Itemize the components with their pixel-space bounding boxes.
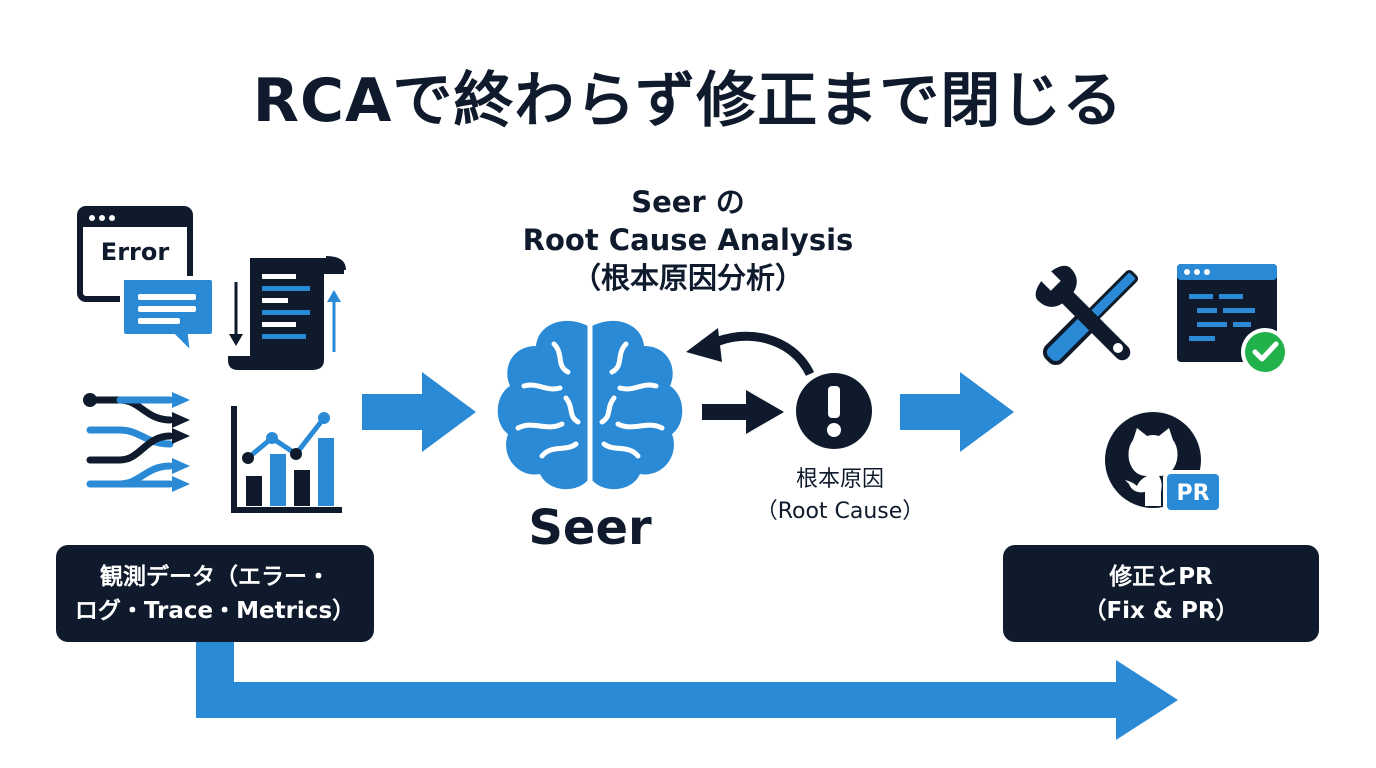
- log-scroll-icon: [228, 256, 346, 370]
- seer-rca-heading-line2: Root Cause Analysis: [522, 223, 854, 257]
- feedback-arrow-icon: [686, 328, 815, 377]
- end-to-end-arrow-icon: [196, 640, 1178, 740]
- error-window-label: Error: [101, 238, 170, 266]
- arrow-to-root-cause-icon: [702, 390, 784, 434]
- chat-bubble-icon: [120, 276, 216, 360]
- seer-rca-heading-line3: （根本原因分析）: [571, 261, 804, 295]
- root-cause-label: 根本原因 （Root Cause）: [720, 464, 960, 528]
- trace-flow-icon: [83, 392, 190, 492]
- pr-badge-label: PR: [1176, 481, 1209, 506]
- error-window-icon: Error: [77, 206, 193, 302]
- observability-box-line1: 観測データ（エラー・: [100, 563, 330, 590]
- tools-icon: [1035, 265, 1139, 366]
- arrow-to-fix-icon: [900, 372, 1014, 452]
- root-cause-label-line1: 根本原因: [795, 467, 884, 492]
- seer-rca-heading: Seer の Root Cause Analysis （根本原因分析）: [468, 183, 908, 297]
- arrow-to-seer-icon: [362, 372, 476, 452]
- brain-icon: [497, 320, 683, 490]
- metrics-chart-icon: [231, 406, 342, 513]
- seer-label: Seer: [528, 500, 652, 556]
- observability-data-box: 観測データ（エラー・ ログ・Trace・Metrics）: [56, 545, 374, 642]
- seer-rca-heading-line1: Seer の: [631, 185, 745, 219]
- page-title: RCAで終わらず修正まで閉じる: [252, 66, 1124, 136]
- fix-box-line2: （Fix & PR）: [1083, 597, 1239, 624]
- fix-pr-box: 修正とPR （Fix & PR）: [1003, 545, 1319, 642]
- code-window-icon: [1177, 264, 1289, 376]
- github-pr-icon: PR: [1105, 412, 1223, 514]
- observability-box-line2: ログ・Trace・Metrics）: [74, 597, 356, 624]
- alert-icon: [796, 373, 872, 449]
- root-cause-label-line2: （Root Cause）: [755, 499, 925, 524]
- fix-box-line1: 修正とPR: [1109, 563, 1213, 590]
